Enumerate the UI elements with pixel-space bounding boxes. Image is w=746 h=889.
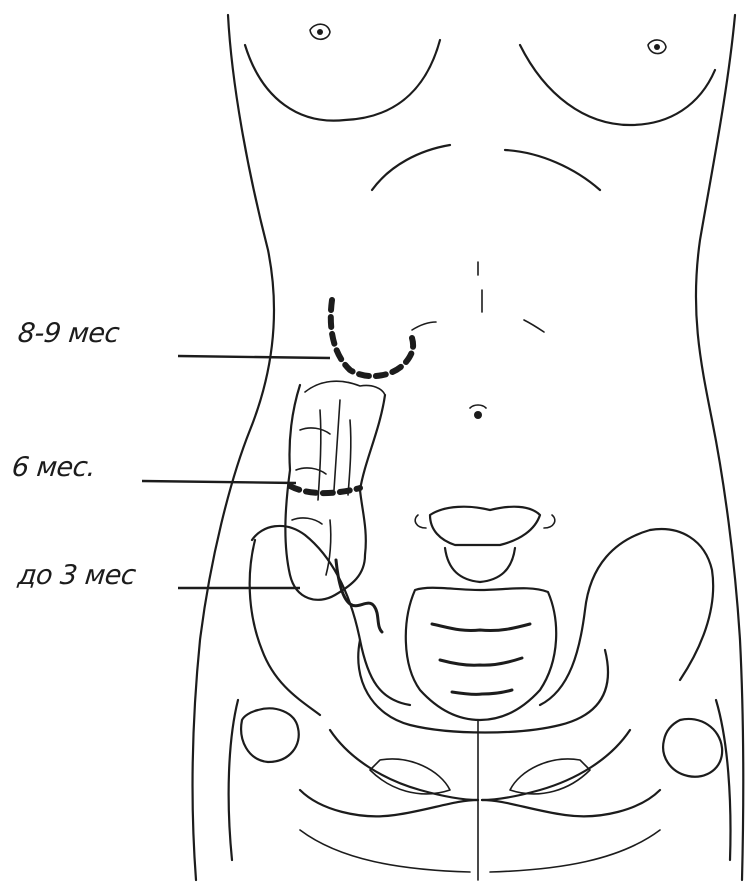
- hips: [229, 700, 731, 880]
- label-6-months: 6 мес.: [10, 452, 96, 483]
- leader-line-6-months: [142, 481, 296, 483]
- pelvis: [250, 507, 714, 733]
- breast-outlines: [245, 24, 715, 125]
- rib-margins: [372, 145, 600, 190]
- label-up-to-3-months: до 3 мес: [16, 560, 137, 591]
- leader-line-8-9-months: [178, 356, 330, 358]
- torso-outline: [193, 15, 744, 880]
- midline: [412, 262, 544, 419]
- label-8-9-months: 8-9 мес: [16, 318, 120, 349]
- cecum-appendix: [285, 381, 385, 632]
- navel-icon: [474, 411, 482, 419]
- position-8-9-months-marker: [331, 300, 413, 376]
